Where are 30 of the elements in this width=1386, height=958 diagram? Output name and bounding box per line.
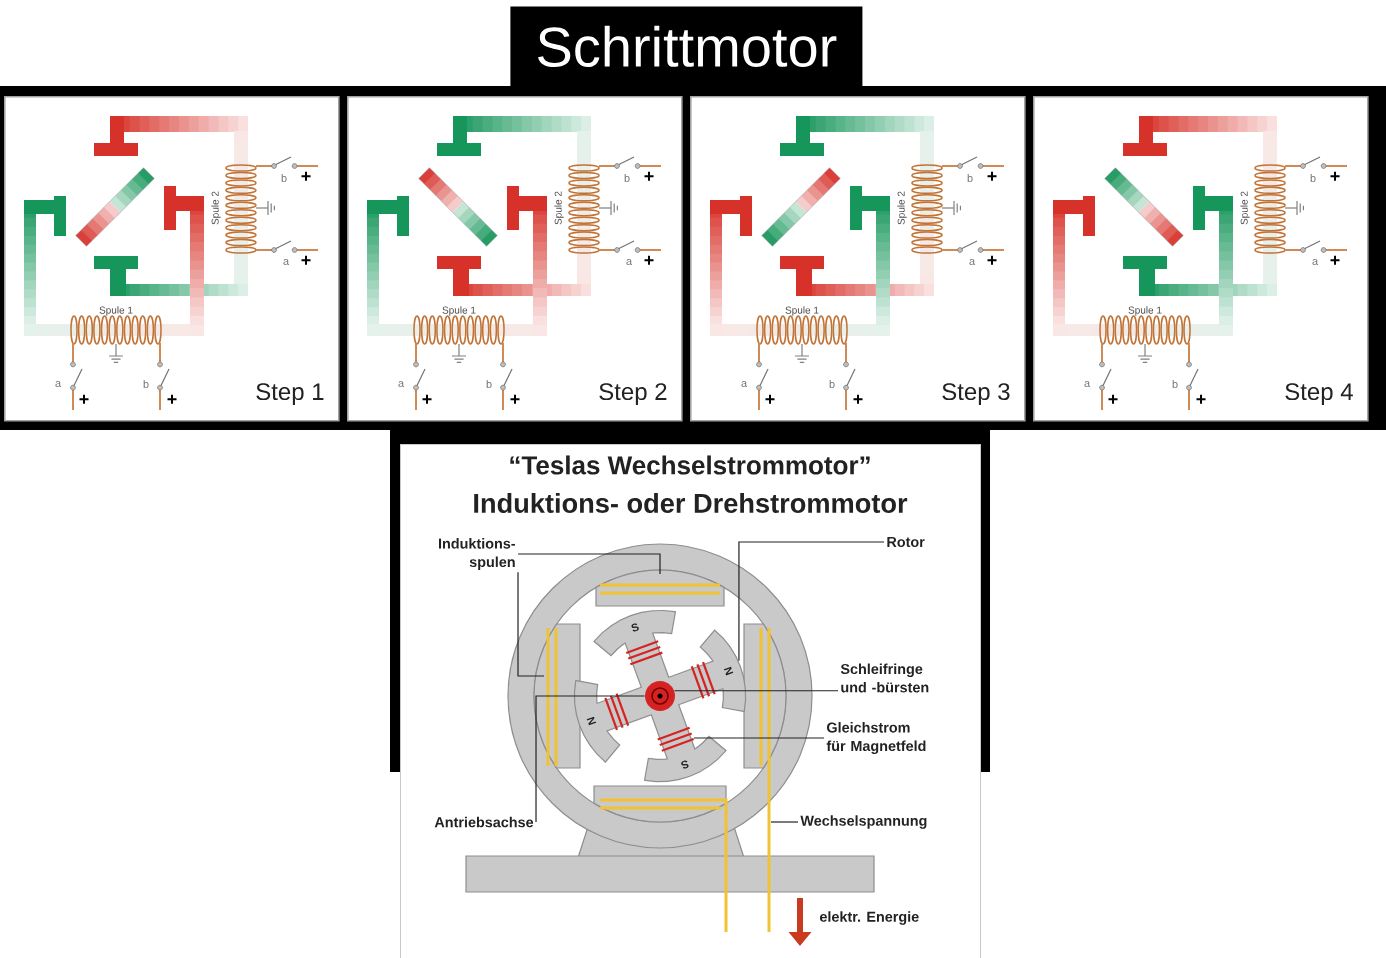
plus-sign: + <box>79 394 89 404</box>
rotor-hub <box>645 681 675 711</box>
plus-sign: + <box>301 171 311 181</box>
plus-sign: + <box>167 394 177 404</box>
plus-sign: + <box>765 394 775 404</box>
plus-sign: + <box>644 255 654 265</box>
leader-line <box>535 695 646 823</box>
step-label: Step 4 <box>1285 383 1353 405</box>
heading: Induktions- oder Drehstrommotor <box>474 493 908 513</box>
leader-line <box>770 821 799 823</box>
leader-line <box>738 541 885 662</box>
plus-sign: + <box>510 394 520 404</box>
plus-sign: + <box>853 394 863 404</box>
plus-sign: + <box>301 255 311 265</box>
heading: “Teslas Wechselstrommotor” <box>510 455 870 475</box>
plus-sign: + <box>1330 255 1340 265</box>
plus-sign: + <box>987 171 997 181</box>
plus-sign: + <box>987 255 997 265</box>
plus-sign: + <box>1330 171 1340 181</box>
step-label: Step 2 <box>599 383 667 405</box>
title-banner: Schrittmotor <box>510 6 863 87</box>
plus-sign: + <box>1196 394 1206 404</box>
step-label: Step 1 <box>256 383 324 405</box>
leader-line <box>517 553 661 575</box>
leader-line <box>673 690 839 692</box>
plus-sign: + <box>1108 394 1118 404</box>
plus-sign: + <box>422 394 432 404</box>
plus-sign: + <box>644 171 654 181</box>
step-label: Step 3 <box>942 383 1010 405</box>
leader-line <box>517 571 545 677</box>
